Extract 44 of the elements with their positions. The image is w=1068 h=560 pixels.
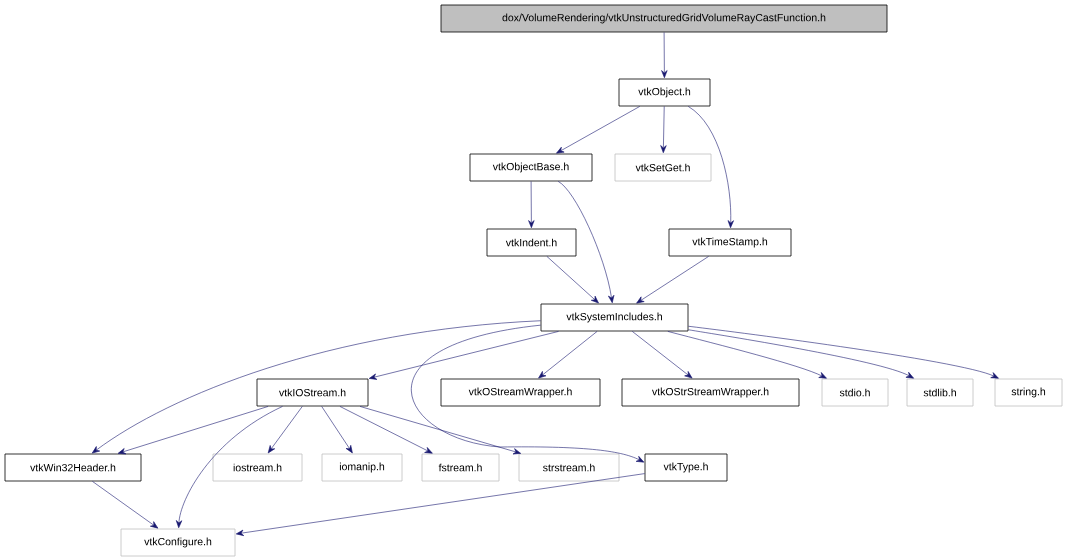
file-box: vtkSetGet.h	[614, 153, 712, 182]
arrow	[117, 406, 269, 455]
arrow	[687, 106, 734, 229]
file-box: stdio.h	[821, 378, 889, 407]
arrow	[411, 324, 645, 463]
file-box: dox/VolumeRendering/vtkUnstructuredGridVolumeRayCastFunction.h	[440, 4, 888, 33]
arrow	[92, 481, 159, 529]
arrow	[636, 256, 709, 304]
file-box: vtkIOStream.h	[256, 378, 369, 407]
arrow	[546, 256, 599, 304]
arrow	[528, 181, 535, 229]
arrow	[321, 406, 353, 454]
arrow	[556, 106, 641, 154]
arrow	[688, 329, 914, 379]
file-box: stdlib.h	[906, 378, 974, 407]
arrow	[359, 406, 521, 455]
file-box: vtkOStrStreamWrapper.h	[621, 378, 800, 407]
arrow	[667, 331, 827, 379]
arrow	[339, 406, 433, 454]
arrow	[538, 331, 598, 379]
arrow	[660, 106, 667, 154]
file-box: vtkSystemIncludes.h	[540, 303, 689, 332]
arrow	[632, 331, 693, 379]
file-box: vtkObject.h	[618, 78, 711, 107]
arrow	[91, 320, 541, 454]
file-box: vtkObjectBase.h	[469, 153, 593, 182]
file-box: vtkTimeStamp.h	[668, 228, 792, 257]
file-box: strstream.h	[518, 453, 620, 482]
arrow	[557, 181, 615, 304]
file-box: fstream.h	[421, 453, 500, 482]
arrow	[688, 325, 999, 379]
arrow	[235, 473, 645, 536]
arrow	[368, 331, 559, 380]
file-box: string.h	[994, 378, 1063, 407]
file-box: vtkWin32Header.h	[4, 453, 142, 482]
file-box: vtkType.h	[644, 453, 728, 482]
file-box: iostream.h	[212, 453, 303, 482]
file-box: vtkIndent.h	[486, 228, 577, 257]
arrow	[661, 32, 668, 79]
arrow	[267, 406, 303, 454]
file-box: iomanip.h	[321, 453, 403, 482]
file-box: vtkConfigure.h	[120, 528, 236, 557]
arrow	[175, 406, 283, 529]
file-box: vtkOStreamWrapper.h	[440, 378, 601, 407]
